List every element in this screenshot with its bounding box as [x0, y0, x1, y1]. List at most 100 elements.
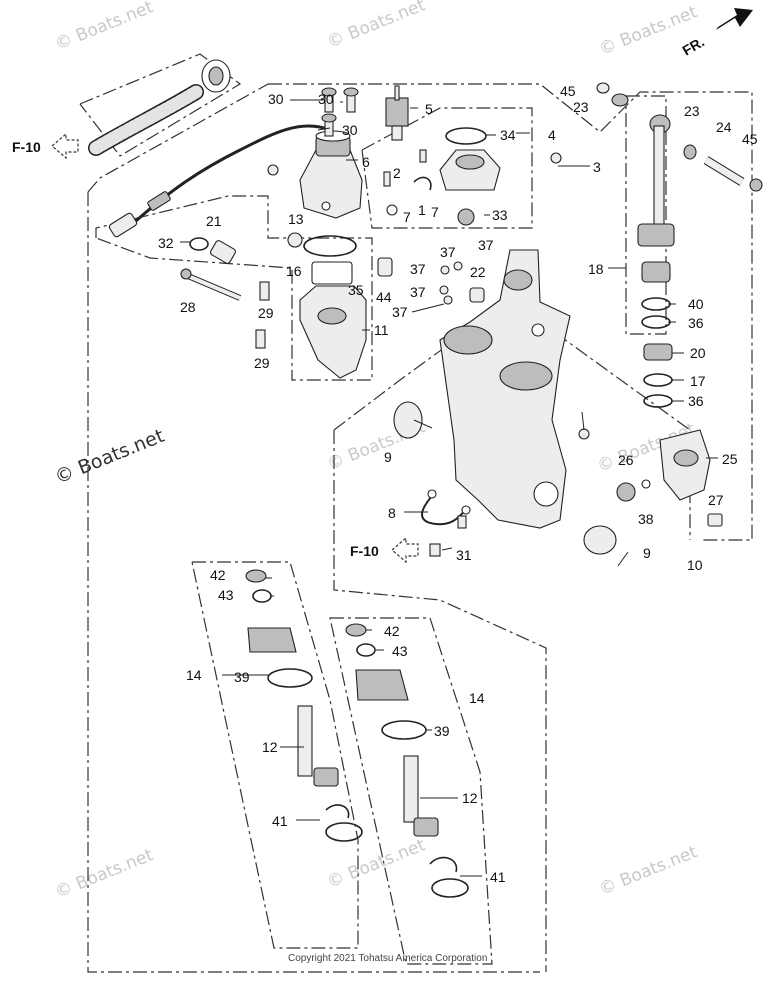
- corrugated-tube: [88, 59, 231, 156]
- callout-35: 35: [348, 282, 364, 298]
- plug-9-upper: [393, 401, 423, 439]
- callout-36b: 36: [688, 393, 704, 409]
- trim-rod-left: [245, 569, 363, 842]
- callout-37e: 37: [392, 304, 408, 320]
- page-ref-arrow-mid: [391, 536, 419, 564]
- tilt-cylinder: [637, 114, 675, 329]
- callout-12a: 12: [262, 739, 278, 755]
- callout-37c: 37: [410, 261, 426, 277]
- screws-30: [321, 87, 359, 137]
- fitting-22: [469, 287, 485, 303]
- callout-36a: 36: [688, 315, 704, 331]
- callout-44: 44: [376, 289, 392, 305]
- page-ref-mid[interactable]: F-10: [350, 543, 379, 559]
- callout-9b: 9: [643, 545, 651, 561]
- callout-37d: 37: [410, 284, 426, 300]
- callout-45a: 45: [560, 83, 576, 99]
- cable-outline: [79, 53, 242, 157]
- callout-21: 21: [206, 213, 222, 229]
- callout-41a: 41: [272, 813, 288, 829]
- callout-4: 4: [548, 127, 556, 143]
- callout-23a: 23: [573, 99, 589, 115]
- callout-11: 11: [374, 322, 389, 338]
- trim-rod-left-outline: [191, 561, 359, 949]
- watermark-main: © Boats.net: [52, 425, 168, 489]
- main-frame-left: [87, 192, 540, 973]
- callout-26: 26: [618, 452, 634, 468]
- callout-6: 6: [362, 154, 370, 170]
- plug-9-lower: [583, 525, 617, 555]
- valve-small-parts: [267, 149, 562, 216]
- watermark: © Boats.net: [52, 845, 156, 903]
- callout-34: 34: [500, 127, 516, 143]
- trim-rod-right: [345, 623, 469, 898]
- main-frame-top-left: [87, 83, 269, 193]
- bolts-left: [180, 237, 270, 349]
- callout-14a: 14: [186, 667, 202, 683]
- callout-27: 27: [708, 492, 724, 508]
- callout-7a: 7: [403, 209, 411, 225]
- callout-30a: 30: [268, 91, 284, 107]
- callout-18: 18: [588, 261, 604, 277]
- trim-motor-outline: [95, 195, 373, 381]
- callout-29a: 29: [258, 305, 274, 321]
- parts: [51, 59, 763, 898]
- callout-24: 24: [716, 119, 732, 135]
- callout-39b: 39: [434, 723, 450, 739]
- plug-44: [377, 257, 393, 277]
- callout-9a: 9: [384, 449, 392, 465]
- callout-33: 33: [492, 207, 508, 223]
- callout-1: 1: [418, 202, 426, 218]
- callout-20: 20: [690, 345, 706, 361]
- callout-22: 22: [470, 264, 486, 280]
- callout-12b: 12: [462, 790, 478, 806]
- callout-16: 16: [286, 263, 302, 279]
- body-outline-lower: [333, 430, 547, 972]
- page-ref-arrow-top: [51, 132, 79, 160]
- callout-30c: 30: [342, 122, 358, 138]
- callout-37a: 37: [440, 244, 456, 260]
- callout-31: 31: [456, 547, 472, 563]
- seal-rings-right: [643, 343, 673, 408]
- reservoir-pump: [439, 127, 501, 226]
- watermark: © Boats.net: [596, 842, 700, 900]
- copyright-text: Copyright 2021 Tohatsu America Corporati…: [288, 953, 487, 964]
- callout-3: 3: [593, 159, 601, 175]
- page-ref-top[interactable]: F-10: [12, 139, 41, 155]
- callout-5: 5: [425, 101, 433, 117]
- callout-43a: 43: [218, 587, 234, 603]
- callout-32: 32: [158, 235, 174, 251]
- callout-14b: 14: [469, 690, 485, 706]
- direction-label: FR.: [680, 33, 708, 58]
- watermark: © Boats.net: [324, 0, 428, 53]
- motor-cable: [108, 124, 331, 238]
- callout-39a: 39: [234, 669, 250, 685]
- clip-13: [287, 232, 303, 248]
- tilt-cylinder-outline: [625, 95, 667, 335]
- callout-23b: 23: [684, 103, 700, 119]
- callout-2: 2: [393, 165, 401, 181]
- armature: [385, 85, 409, 141]
- callout-7b: 7: [431, 204, 439, 220]
- callout-17: 17: [690, 373, 706, 389]
- leader-lines: [180, 99, 718, 877]
- ground-wire: [421, 489, 471, 557]
- watermark: © Boats.net: [324, 835, 428, 893]
- trim-rod-right-outline: [329, 617, 493, 965]
- callout-45b: 45: [742, 131, 758, 147]
- callout-37b: 37: [478, 237, 494, 253]
- callout-25: 25: [722, 451, 738, 467]
- callout-13: 13: [288, 211, 304, 227]
- callout-42a: 42: [210, 567, 226, 583]
- callout-42b: 42: [384, 623, 400, 639]
- swivel-bracket-body: [439, 249, 571, 529]
- direction-arrow-icon: [716, 8, 753, 30]
- tilt-pin-parts: [596, 82, 763, 192]
- watermark: © Boats.net: [52, 0, 156, 55]
- callout-10: 10: [687, 557, 703, 573]
- manifold-block: [299, 235, 367, 379]
- callout-28: 28: [180, 299, 196, 315]
- trim-motor: [299, 130, 363, 219]
- callout-43b: 43: [392, 643, 408, 659]
